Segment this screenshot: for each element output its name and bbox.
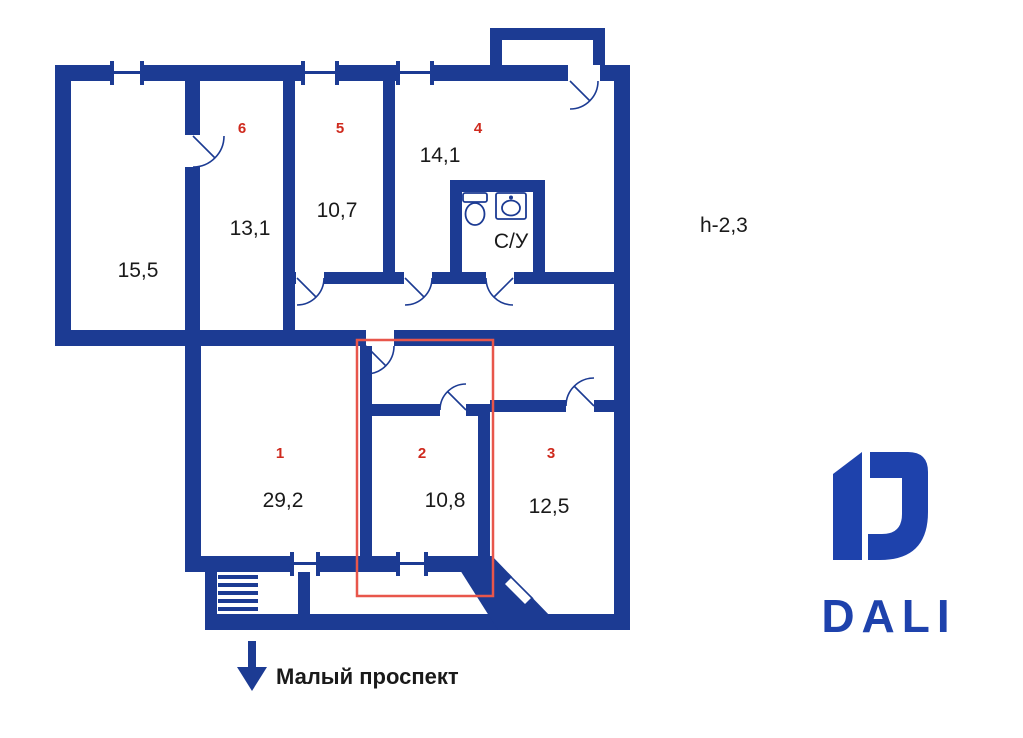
room-2-area-label: 10,8	[425, 489, 466, 512]
ceiling-height-label: h-2,3	[700, 214, 748, 237]
door-gap	[296, 272, 324, 284]
wall-segment	[205, 614, 630, 630]
door-swing	[296, 277, 325, 306]
window	[396, 61, 434, 85]
door-swing	[485, 277, 514, 306]
bathroom-label: С/У	[494, 230, 529, 253]
door-gap	[486, 272, 514, 284]
window	[396, 552, 428, 576]
wall-segment	[205, 572, 217, 622]
down-arrow-icon	[237, 641, 267, 691]
street-direction: Малый проспект	[237, 641, 459, 691]
wall-segment	[490, 400, 614, 412]
door-gap	[404, 272, 432, 284]
door-swing	[439, 383, 467, 411]
door-gap	[366, 330, 394, 346]
wall-segment	[614, 65, 630, 630]
door-swing	[365, 345, 395, 375]
window	[301, 61, 339, 85]
wall-segment	[185, 556, 375, 572]
windows	[110, 61, 434, 576]
wall-segment	[283, 81, 295, 330]
door-swing	[404, 277, 433, 306]
doors	[192, 80, 599, 600]
wall-segment	[490, 28, 605, 40]
dali-logo-text: DALI	[821, 590, 956, 642]
dali-logo-bowl	[868, 452, 928, 560]
sink-icon	[495, 192, 527, 220]
room-3-area-label: 12,5	[529, 495, 570, 518]
door-gap	[440, 404, 466, 416]
door-gap	[185, 135, 200, 167]
diagonal-wall	[460, 556, 552, 630]
door-swing	[565, 377, 595, 407]
hall-area-label: 15,5	[118, 259, 159, 282]
stairs-icon	[218, 575, 258, 611]
wall-segment	[55, 65, 630, 81]
wall-segment	[298, 572, 310, 618]
dali-logo-bar	[833, 452, 862, 560]
room-4-number-label: 4	[474, 120, 483, 137]
room-6-number-label: 6	[238, 120, 246, 137]
room-1-area-label: 29,2	[263, 489, 304, 512]
door-line	[510, 576, 534, 600]
room-5-area-label: 10,7	[317, 199, 358, 222]
bathroom-fixtures	[462, 192, 527, 226]
room-6-area-label: 13,1	[230, 217, 271, 240]
wall-segment	[533, 180, 545, 272]
door-swing	[569, 80, 599, 110]
wall-segment	[450, 180, 462, 272]
dali-logo: DALI	[821, 452, 956, 642]
wall-segment	[185, 81, 200, 330]
toilet-icon	[462, 192, 488, 226]
wall-segment	[478, 404, 490, 572]
window	[110, 61, 144, 85]
room-1-number-label: 1	[276, 445, 284, 462]
door-swing	[192, 135, 225, 168]
highlight-rectangle	[355, 338, 495, 598]
door-gap	[568, 65, 600, 81]
walls	[55, 28, 630, 630]
wall-segment	[450, 180, 545, 192]
wall-segment	[593, 28, 605, 65]
room-4-area-label: 14,1	[420, 144, 461, 167]
wall-segment	[360, 404, 490, 416]
wall-segment	[55, 330, 630, 346]
wall-segment	[360, 346, 372, 572]
wall-segment	[185, 346, 201, 572]
room-3-number-label: 3	[547, 445, 555, 462]
window	[290, 552, 320, 576]
room-5-number-label: 5	[336, 120, 344, 137]
room-2-number-label: 2	[418, 445, 426, 462]
room-labels: 6 13,1 5 10,7 4 14,1 15,5 С/У 1 29,2 2 1…	[118, 120, 570, 518]
wall-segment	[55, 65, 71, 346]
wall-segment	[295, 272, 614, 284]
door-gap	[566, 400, 594, 412]
street-name-label: Малый проспект	[276, 664, 459, 689]
wall-segment	[383, 81, 395, 272]
